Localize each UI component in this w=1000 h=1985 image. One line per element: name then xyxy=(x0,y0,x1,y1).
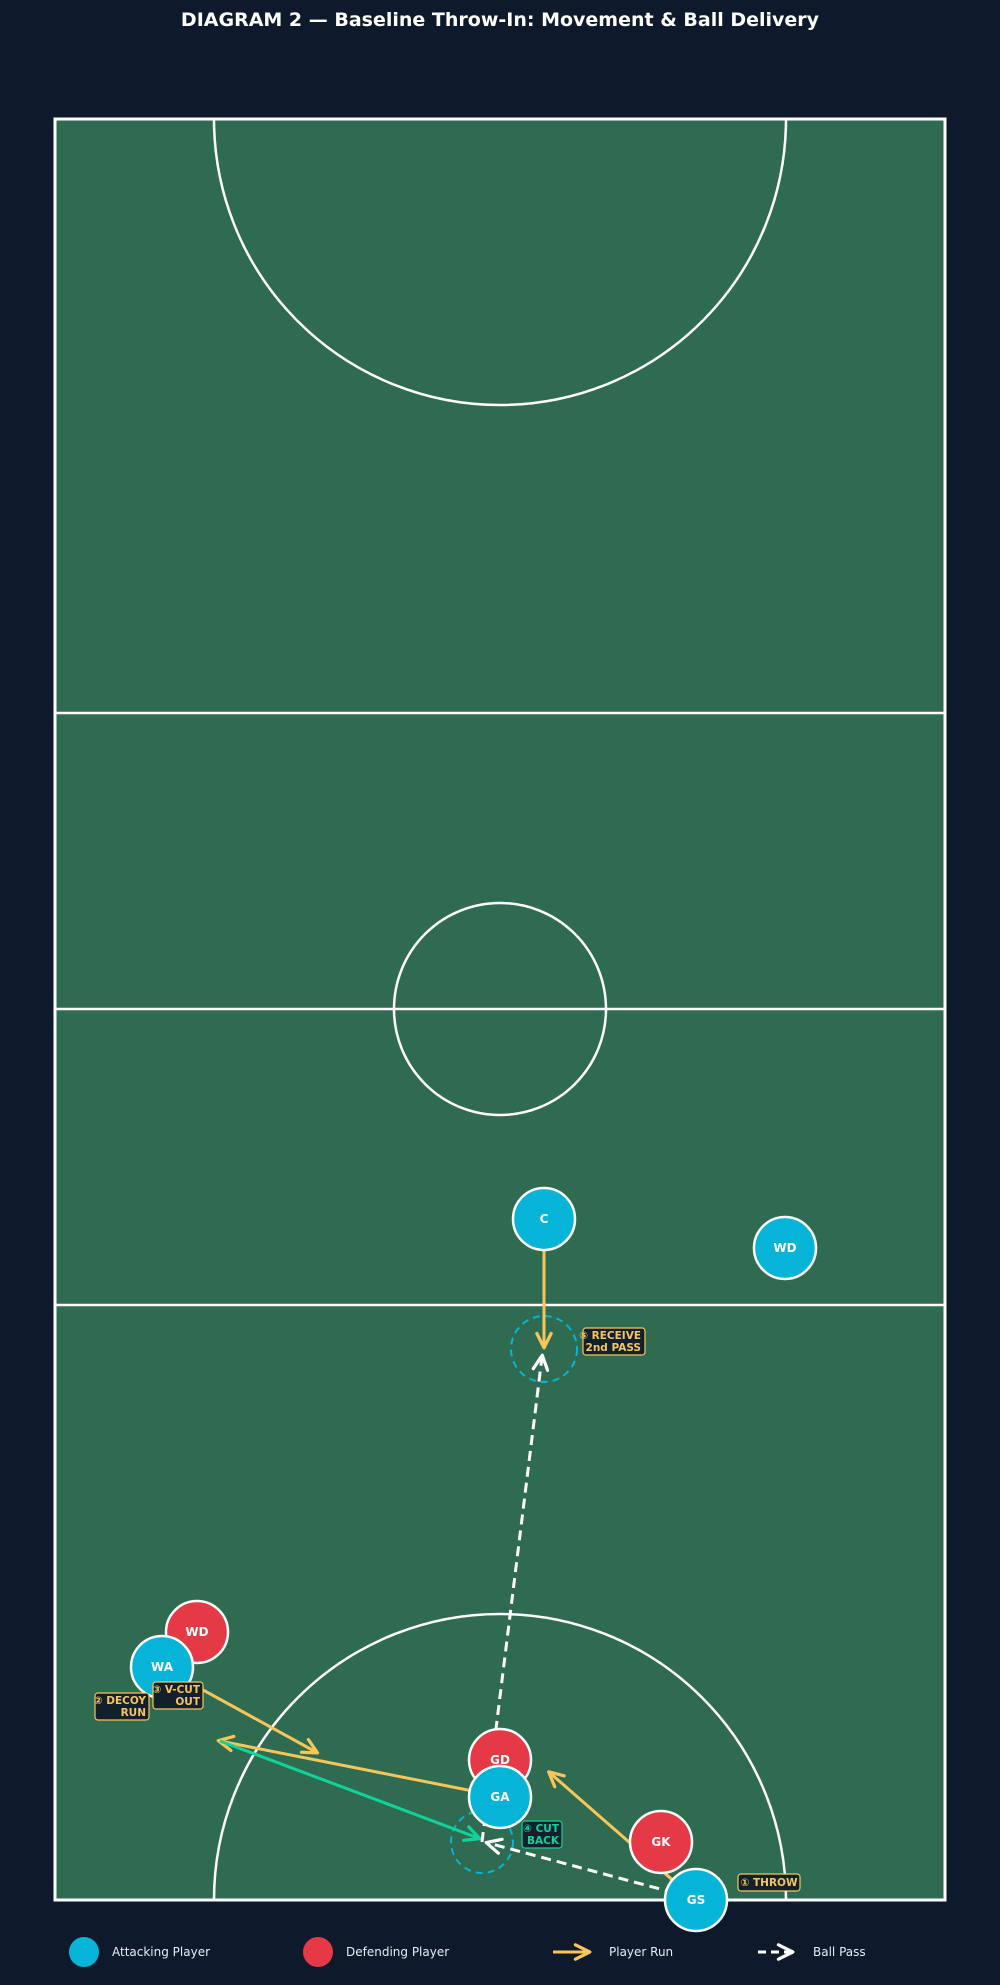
callout-receive-box xyxy=(582,1327,646,1356)
run-arrow-ga-decoy xyxy=(216,1734,494,1797)
callout-receive: ⑤ RECEIVE 2nd PASS xyxy=(579,1327,646,1356)
player-c-marker xyxy=(511,1186,577,1252)
legend-attacking-swatch xyxy=(69,1937,99,1967)
top-shooting-circle xyxy=(212,118,788,407)
callout-decoy-line-1: ② DECOY xyxy=(94,1695,147,1707)
callout-decoy-box xyxy=(94,1692,150,1721)
callout-cutback-line-1: ④ CUT xyxy=(523,1823,560,1835)
player-gk-marker xyxy=(628,1809,694,1875)
legend-pass-label: Ball Pass xyxy=(813,1945,866,1959)
player-wd-attacking-marker xyxy=(752,1215,818,1281)
player-gs-marker xyxy=(663,1867,729,1933)
player-c-label: C xyxy=(540,1212,549,1226)
player-gs-label: GS xyxy=(687,1893,706,1907)
player-wa-label: WA xyxy=(151,1660,174,1674)
player-ga-label: GA xyxy=(490,1790,510,1804)
player-gk-label: GK xyxy=(651,1835,671,1849)
player-gs: GS xyxy=(663,1867,729,1933)
callout-receive-line-2: 2nd PASS xyxy=(586,1342,641,1354)
callout-vcut-line-1: ③ V-CUT xyxy=(152,1684,200,1696)
callouts: ⑤ RECEIVE 2nd PASS ② DECOY RUN ③ V-CUT O… xyxy=(94,1327,801,1892)
player-c: C xyxy=(511,1186,577,1252)
legend-attacking-label: Attacking Player xyxy=(112,1945,210,1959)
player-ga-marker xyxy=(467,1764,533,1830)
bottom-shooting-circle xyxy=(212,1612,788,1901)
callout-cutback-line-2: BACK xyxy=(527,1835,560,1847)
player-wd-attacking: WD xyxy=(752,1215,818,1281)
callout-throw-box xyxy=(737,1873,801,1892)
callout-cutback-box xyxy=(521,1820,563,1849)
callout-vcut-box xyxy=(152,1681,204,1710)
legend-defending-swatch xyxy=(303,1937,333,1967)
player-wd-attacking-label: WD xyxy=(773,1241,796,1255)
receive-zone-c xyxy=(510,1315,578,1383)
legend-item-run: Player Run xyxy=(553,1943,673,1961)
player-ga: GA xyxy=(467,1764,533,1830)
legend-item-pass: Ball Pass xyxy=(758,1943,866,1961)
legend-item-defending: Defending Player xyxy=(303,1937,449,1967)
player-wd-defending-label: WD xyxy=(185,1625,208,1639)
callout-throw-line-1: ① THROW xyxy=(740,1877,798,1889)
callout-vcut-line-2: OUT xyxy=(175,1696,200,1708)
legend-defending-label: Defending Player xyxy=(346,1945,449,1959)
diagram-title: DIAGRAM 2 — Baseline Throw-In: Movement … xyxy=(181,9,820,31)
callout-decoy: ② DECOY RUN xyxy=(94,1692,150,1721)
callout-vcut: ③ V-CUT OUT xyxy=(152,1681,204,1710)
players: C WD WD WA GD GA GK GS xyxy=(129,1186,818,1933)
player-gk: GK xyxy=(628,1809,694,1875)
cut-arrow-cut-back xyxy=(219,1739,482,1842)
player-gd-label: GD xyxy=(490,1753,510,1767)
callout-decoy-line-2: RUN xyxy=(121,1707,146,1719)
centre-circle xyxy=(392,901,608,1117)
pass-arrow-first-pass xyxy=(484,1837,691,1899)
callout-receive-line-1: ⑤ RECEIVE xyxy=(579,1330,641,1342)
legend: Attacking Player Defending Player Player… xyxy=(69,1937,866,1967)
run-arrow-gs-throw xyxy=(547,1770,693,1899)
callout-cutback: ④ CUT BACK xyxy=(521,1820,563,1849)
legend-run-label: Player Run xyxy=(609,1945,673,1959)
legend-item-attacking: Attacking Player xyxy=(69,1937,210,1967)
callout-throw: ① THROW xyxy=(737,1873,801,1892)
